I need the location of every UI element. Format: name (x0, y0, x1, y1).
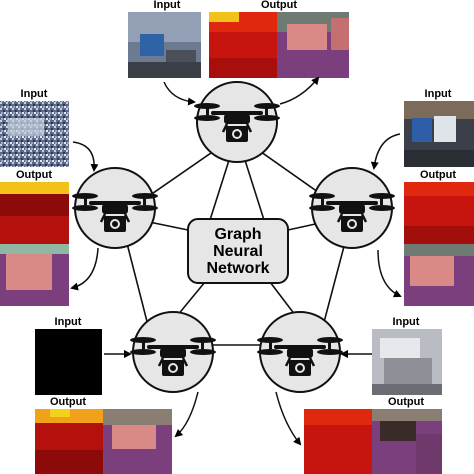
bottom-right-output-segmentation (304, 409, 442, 474)
bottom-left-input-label: Input (55, 316, 82, 328)
right-output-segmentation (404, 182, 474, 306)
right-input-label: Input (425, 88, 452, 100)
gnn-label-line3: Network (206, 260, 269, 277)
top-input-label: Input (154, 0, 181, 11)
top-output-label: Output (261, 0, 297, 11)
drone-node-top (192, 81, 282, 163)
right-input-image (404, 101, 474, 167)
gnn-label-line2: Neural (213, 243, 263, 260)
bottom-right-input-label: Input (393, 316, 420, 328)
bottom-left-output-segmentation (35, 409, 172, 474)
left-input-label: Input (21, 88, 48, 100)
bottom-right-input-image (372, 329, 442, 395)
drone-node-left (70, 167, 160, 249)
top-output-segmentation (209, 12, 349, 78)
left-output-segmentation (0, 182, 69, 306)
drone-node-right (307, 167, 397, 249)
drone-node-bottom-right (255, 311, 345, 393)
right-output-label: Output (420, 169, 456, 181)
flow-arrows (70, 76, 402, 446)
left-input-image-noisy (0, 101, 69, 167)
top-input-image (128, 12, 201, 78)
gnn-label-line1: Graph (214, 226, 261, 243)
bottom-right-output-label: Output (388, 396, 424, 408)
bottom-left-input-image-black (35, 329, 102, 395)
left-output-label: Output (16, 169, 52, 181)
drone-node-bottom-left (128, 311, 218, 393)
bottom-left-output-label: Output (50, 396, 86, 408)
gnn-box: Graph Neural Network (187, 218, 289, 284)
